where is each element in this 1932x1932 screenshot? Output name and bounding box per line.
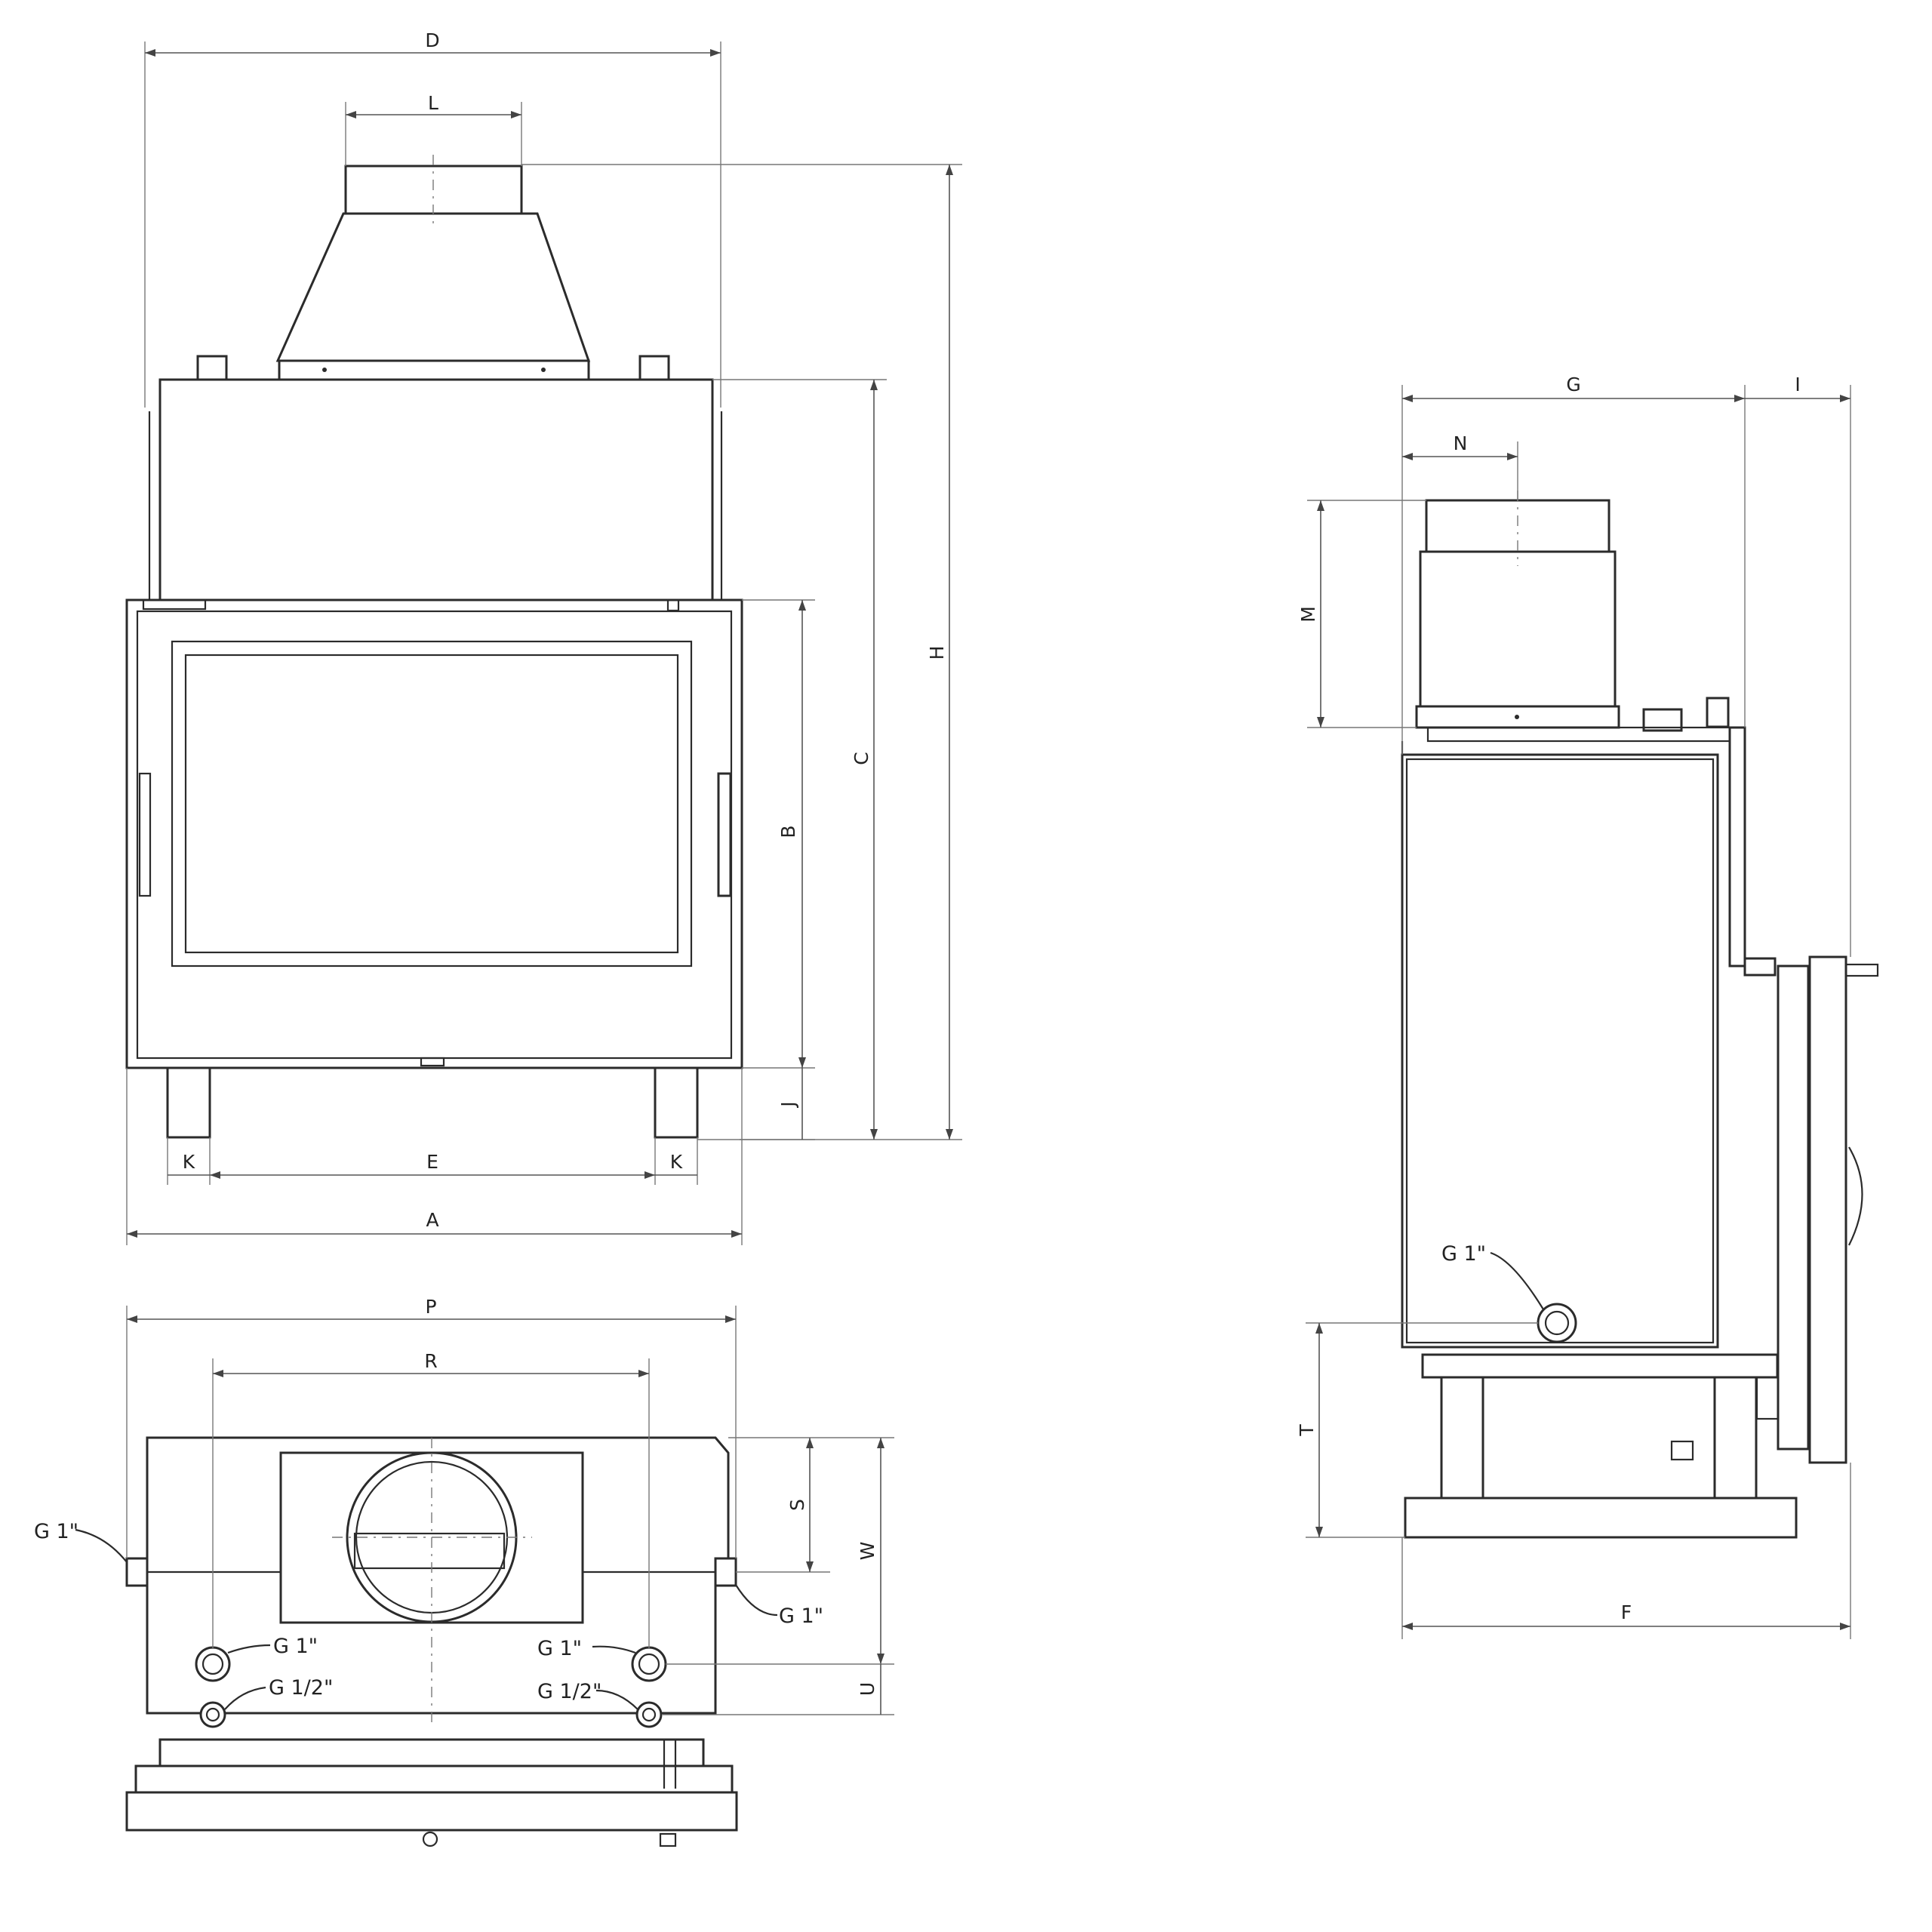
conn-left-small: G 1/2" xyxy=(269,1676,333,1700)
side-flue-body xyxy=(1419,550,1617,708)
dim-r: R xyxy=(424,1350,437,1372)
pipe-right-small xyxy=(635,1701,663,1728)
dim-f: F xyxy=(1621,1601,1632,1623)
front-view: D L H C B J xyxy=(125,29,962,1245)
side-base-top xyxy=(1421,1353,1779,1379)
side-connector-left xyxy=(125,1557,149,1587)
door-frame xyxy=(125,598,743,1069)
dim-e: E xyxy=(426,1151,438,1173)
leg-left xyxy=(166,1066,211,1139)
conn-left-pipe: G 1" xyxy=(273,1635,318,1658)
dim-c: C xyxy=(851,752,872,764)
dim-l: L xyxy=(428,92,438,114)
conn-left-side: G 1" xyxy=(34,1520,78,1543)
side-connector-b xyxy=(1706,697,1730,728)
dim-w: W xyxy=(857,1542,878,1561)
flue-hood xyxy=(275,212,591,362)
dim-d: D xyxy=(425,29,439,51)
door-hinge xyxy=(138,772,152,897)
side-view: G 1" G I N M T xyxy=(1296,374,1879,1639)
dim-u: U xyxy=(857,1682,878,1696)
connector-left xyxy=(196,355,228,382)
dim-n: N xyxy=(1454,432,1468,454)
side-rear-panel xyxy=(1728,726,1746,968)
conn-right-side: G 1" xyxy=(779,1604,823,1628)
dim-t: T xyxy=(1296,1424,1318,1437)
conn-side-outlet: G 1" xyxy=(1441,1242,1486,1266)
side-connector-right xyxy=(714,1557,737,1587)
pipe-left xyxy=(195,1646,231,1682)
conn-right-pipe: G 1" xyxy=(537,1637,582,1660)
top-view: P R S W U G 1" G 1" G 1" G 1/2" xyxy=(34,1296,894,1847)
dim-g: G xyxy=(1566,374,1580,395)
top-front-bottom xyxy=(125,1791,738,1832)
dim-j: J xyxy=(777,1101,799,1108)
dim-i: I xyxy=(1795,374,1800,395)
dim-a: A xyxy=(426,1209,438,1231)
side-main-body xyxy=(1401,753,1719,1349)
dim-k-left: K xyxy=(183,1151,195,1173)
dim-s: S xyxy=(786,1499,808,1511)
door-glass-outer xyxy=(171,640,693,968)
dim-p: P xyxy=(425,1296,436,1318)
pipe-right xyxy=(631,1646,667,1682)
upper-body xyxy=(158,378,714,601)
door-handle xyxy=(717,772,732,897)
side-door-frame xyxy=(1777,964,1810,1451)
dim-h: H xyxy=(926,646,948,660)
dim-m: M xyxy=(1297,606,1319,623)
door-glass xyxy=(184,654,679,954)
side-outlet-pipe xyxy=(1537,1303,1577,1343)
dim-b: B xyxy=(777,825,799,838)
connector-right xyxy=(638,355,670,382)
leg-right xyxy=(654,1066,699,1139)
conn-right-small: G 1/2" xyxy=(537,1680,601,1703)
dim-k-right: K xyxy=(670,1151,683,1173)
side-base-plate xyxy=(1404,1497,1798,1539)
side-door xyxy=(1808,955,1847,1464)
pipe-left-small xyxy=(199,1701,226,1728)
top-front-plate xyxy=(158,1738,705,1767)
